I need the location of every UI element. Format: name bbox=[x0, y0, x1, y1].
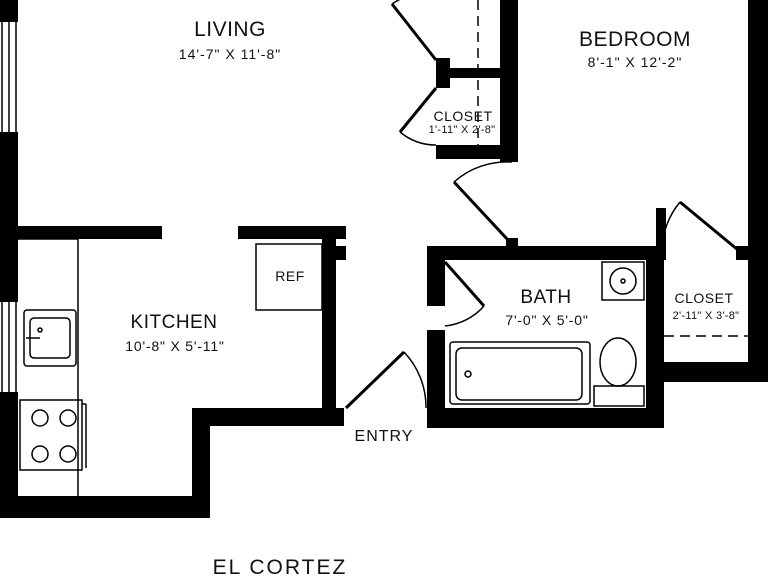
door-closet2 bbox=[661, 200, 739, 252]
bathtub-icon bbox=[449, 341, 591, 405]
door-bedroom bbox=[452, 161, 513, 242]
living-room-label: LIVING bbox=[194, 18, 266, 41]
bath-sink-icon bbox=[601, 261, 645, 301]
closet1-label: CLOSET bbox=[433, 108, 493, 124]
door-closet1 bbox=[398, 87, 438, 146]
door-bath bbox=[443, 261, 486, 327]
window-kitchen-left bbox=[1, 302, 17, 392]
stove-icon bbox=[19, 399, 87, 471]
closet2-dimensions: 2'-11" X 3'-8" bbox=[672, 310, 740, 322]
building-name: EL CORTEZ bbox=[212, 556, 348, 579]
kitchen-counter bbox=[18, 238, 79, 496]
door-entry bbox=[344, 350, 427, 410]
refrigerator bbox=[255, 243, 323, 311]
kitchen-sink-icon bbox=[23, 309, 77, 367]
closet1-dimensions: 1'-11" X 2'-8" bbox=[428, 124, 496, 136]
closet2-label: CLOSET bbox=[674, 290, 734, 306]
kitchen-label: KITCHEN bbox=[130, 312, 218, 333]
toilet-icon bbox=[593, 337, 645, 407]
entry-label: ENTRY bbox=[354, 428, 414, 445]
living-room-dimensions: 14'-7" X 11'-8" bbox=[178, 46, 282, 62]
door-closet1-top bbox=[390, 0, 438, 61]
refrigerator-label: REF bbox=[275, 268, 305, 284]
walls bbox=[0, 0, 768, 518]
bath-dimensions: 7'-0" X 5'-0" bbox=[505, 312, 589, 328]
window-top-left bbox=[1, 22, 17, 132]
bath-label: BATH bbox=[520, 287, 572, 308]
kitchen-dimensions: 10'-8" X 5'-11" bbox=[125, 338, 225, 354]
bedroom-dimensions: 8'-1" X 12'-2" bbox=[587, 54, 683, 70]
bedroom-label: BEDROOM bbox=[578, 28, 691, 51]
